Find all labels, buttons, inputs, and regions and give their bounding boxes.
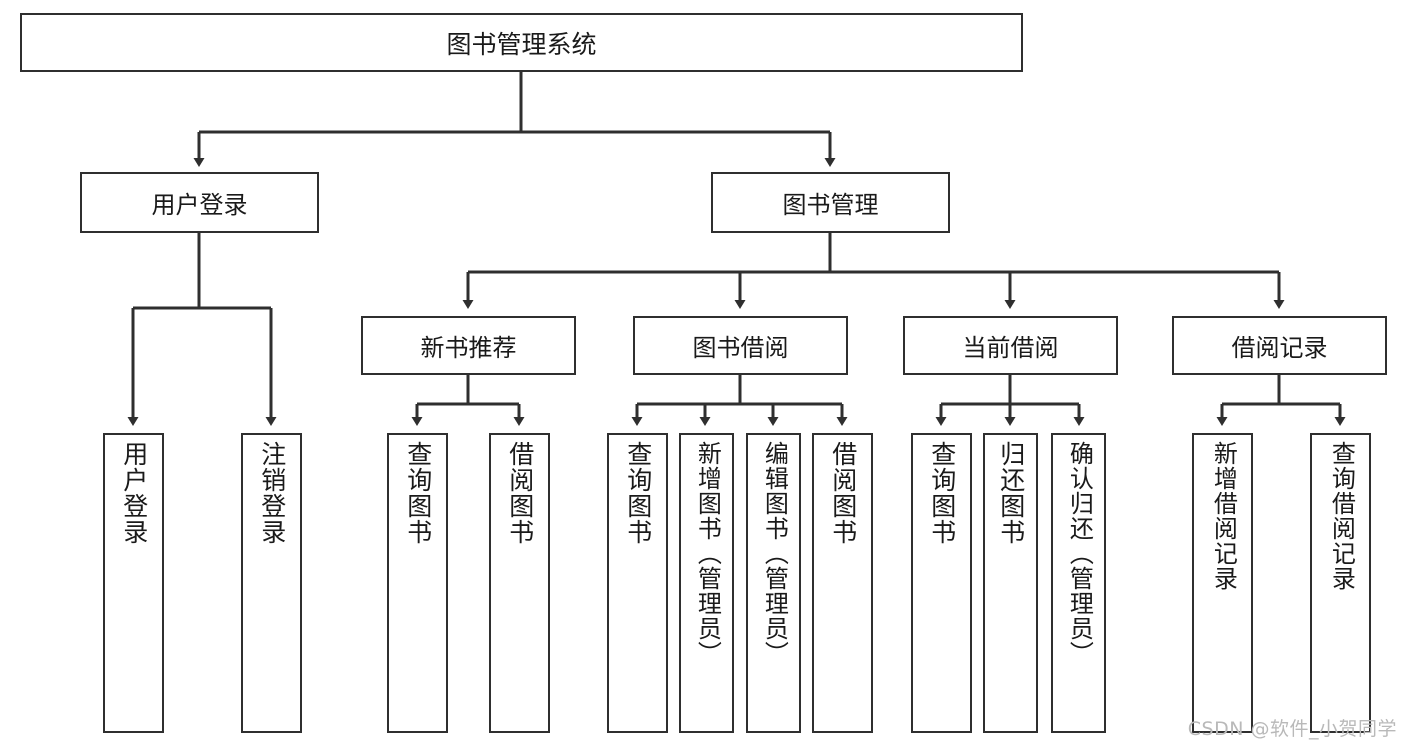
node-root-label: 图书管理系统 — [446, 29, 597, 59]
leaf-borrow-query-book[interactable]: 查询图书 — [607, 433, 668, 733]
leaf-label: 查询图书 — [623, 441, 653, 545]
leaf-label: 查询图书 — [927, 441, 957, 545]
node-book-management-label: 图书管理 — [782, 191, 879, 219]
node-borrow-record[interactable]: 借阅记录 — [1172, 316, 1387, 375]
leaf-label: 新增图书（管理员） — [693, 441, 722, 666]
leaf-current-return-book[interactable]: 归还图书 — [983, 433, 1038, 733]
node-book-borrow[interactable]: 图书借阅 — [633, 316, 848, 375]
node-new-book-recommend[interactable]: 新书推荐 — [361, 316, 576, 375]
node-root[interactable]: 图书管理系统 — [20, 13, 1023, 72]
leaf-borrow-borrow-book[interactable]: 借阅图书 — [812, 433, 873, 733]
leaf-label: 查询借阅记录 — [1327, 441, 1356, 591]
leaf-record-add[interactable]: 新增借阅记录 — [1192, 433, 1253, 733]
leaf-label: 编辑图书（管理员） — [760, 441, 789, 666]
leaf-label: 用户登录 — [119, 441, 149, 545]
leaf-label: 新增借阅记录 — [1209, 441, 1238, 591]
leaf-label: 归还图书 — [996, 441, 1026, 545]
node-current-borrow-label: 当前借阅 — [962, 334, 1059, 362]
leaf-new-book-query[interactable]: 查询图书 — [387, 433, 448, 733]
leaf-new-book-borrow[interactable]: 借阅图书 — [489, 433, 550, 733]
leaf-label: 借阅图书 — [828, 441, 858, 545]
node-book-management[interactable]: 图书管理 — [711, 172, 950, 233]
leaf-borrow-add-book[interactable]: 新增图书（管理员） — [679, 433, 734, 733]
node-current-borrow[interactable]: 当前借阅 — [903, 316, 1118, 375]
leaf-label: 注销登录 — [257, 441, 287, 545]
node-book-borrow-label: 图书借阅 — [692, 334, 789, 362]
leaf-user-login-logout[interactable]: 注销登录 — [241, 433, 302, 733]
leaf-label: 借阅图书 — [505, 441, 535, 545]
leaf-current-confirm-return[interactable]: 确认归还（管理员） — [1051, 433, 1106, 733]
leaf-current-query-book[interactable]: 查询图书 — [911, 433, 972, 733]
leaf-borrow-edit-book[interactable]: 编辑图书（管理员） — [746, 433, 801, 733]
leaf-record-query[interactable]: 查询借阅记录 — [1310, 433, 1371, 733]
leaf-label: 确认归还（管理员） — [1065, 441, 1094, 666]
node-user-login[interactable]: 用户登录 — [80, 172, 319, 233]
leaf-label: 查询图书 — [403, 441, 433, 545]
node-new-book-recommend-label: 新书推荐 — [420, 334, 517, 362]
leaf-user-login-login[interactable]: 用户登录 — [103, 433, 164, 733]
csdn-watermark: CSDN @软件_小贺同学 — [1187, 718, 1397, 740]
node-user-login-label: 用户登录 — [151, 191, 248, 219]
node-borrow-record-label: 借阅记录 — [1231, 334, 1328, 362]
